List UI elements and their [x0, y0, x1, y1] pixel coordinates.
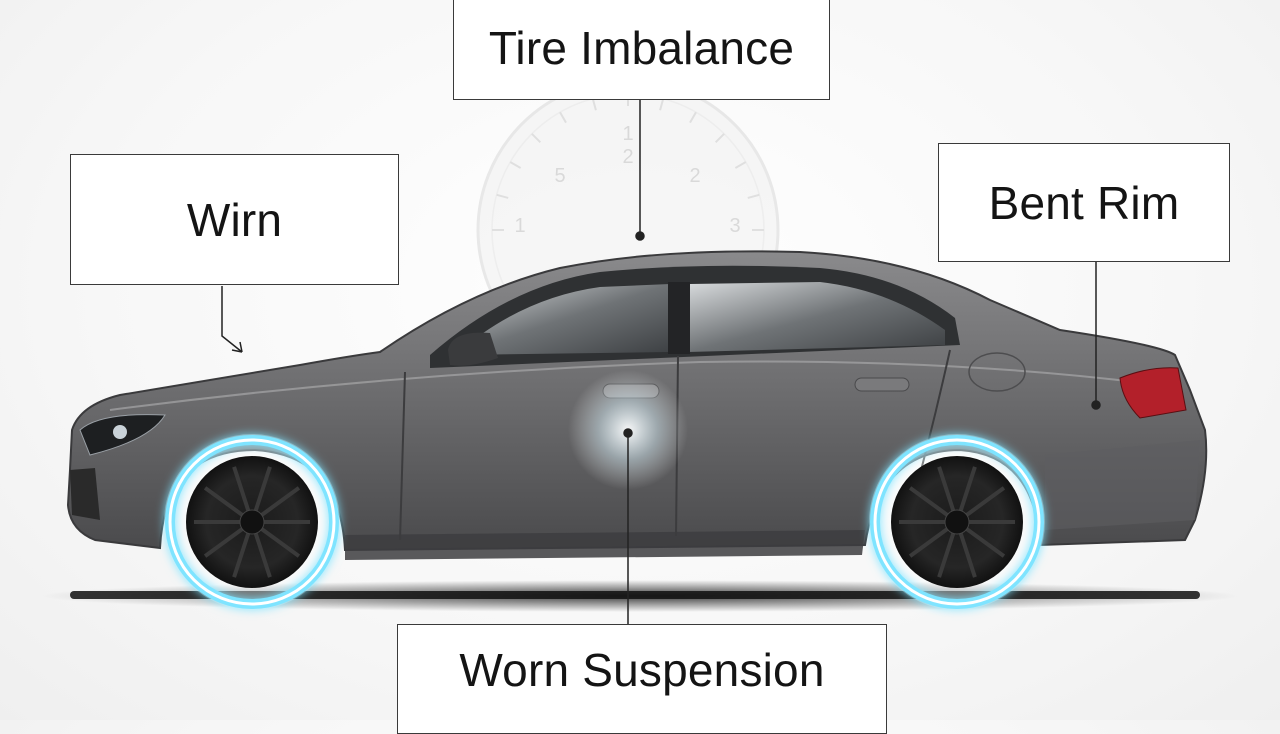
car-shoulder-line: [109, 360, 1161, 411]
leader-lines: [221, 100, 1101, 624]
gauge-tick: [659, 98, 665, 111]
wheel-spoke: [253, 532, 272, 578]
rear-door-handle: [854, 377, 910, 392]
front-door-line: [399, 371, 406, 541]
gauge-number: 3: [729, 215, 740, 237]
gauge-number: 2: [689, 165, 700, 187]
gauge-number: 2: [622, 146, 633, 168]
gauge-number: 1: [514, 215, 525, 237]
label-bent-rim: Bent Rim: [938, 143, 1230, 262]
wheel-spoke: [203, 527, 244, 558]
leader-arrowhead-wirn: [231, 341, 243, 353]
gauge-tick: [689, 111, 697, 124]
wheel-spoke: [937, 466, 956, 512]
wheel-spoke: [260, 527, 301, 558]
label-tire-imbalance: Tire Imbalance: [453, 0, 830, 100]
leader-dot-tire-imbalance: [635, 231, 645, 241]
label-worn-suspension: Worn Suspension: [397, 624, 887, 734]
wheel-spoke: [958, 466, 977, 512]
fuel-door: [968, 352, 1026, 392]
wheel-spoke: [908, 486, 949, 517]
wheel-spoke: [965, 527, 1006, 558]
car-sill: [345, 530, 865, 560]
gauge-tick: [591, 98, 597, 111]
gauge-number: 1: [622, 123, 633, 145]
front-grille: [70, 468, 100, 520]
label-wirn: Wirn: [70, 154, 399, 285]
gauge-number: 5: [554, 165, 565, 187]
front-wheel: [164, 434, 340, 610]
gauge-tick: [509, 161, 522, 169]
label-text: Tire Imbalance: [488, 22, 795, 74]
label-text: Worn Suspension: [459, 644, 825, 696]
wheel-spoke: [260, 486, 301, 517]
rear-window: [688, 282, 945, 352]
car: [66, 250, 1208, 560]
wheel-spoke: [958, 532, 977, 578]
wheel-spoke: [203, 486, 244, 517]
taillight: [1119, 367, 1187, 419]
gauge-tick: [496, 193, 509, 199]
gauge-tick: [531, 133, 542, 144]
gauge-tick: [559, 111, 567, 124]
b-pillar: [668, 282, 690, 354]
side-mirror: [448, 332, 498, 366]
rear-bumper: [1045, 440, 1200, 530]
label-text: Wirn: [186, 193, 283, 246]
wheel-spoke: [937, 532, 956, 578]
front-window: [455, 284, 670, 355]
label-text: Bent Rim: [988, 176, 1180, 229]
wheel-spoke: [965, 486, 1006, 517]
leader-dot-worn-suspension: [623, 428, 633, 438]
wheel-spoke: [908, 527, 949, 558]
headlight-lens: [113, 425, 127, 439]
rear-wheel: [869, 434, 1045, 610]
wheel-spoke: [232, 466, 251, 512]
wheel-spoke: [253, 466, 272, 512]
wheel-spoke: [232, 532, 251, 578]
leader-dot-bent-rim: [1091, 400, 1101, 410]
gauge-tick: [714, 133, 725, 144]
leader-wirn: [221, 286, 243, 353]
gauge-tick: [734, 161, 747, 169]
gauge-tick: [747, 193, 760, 199]
